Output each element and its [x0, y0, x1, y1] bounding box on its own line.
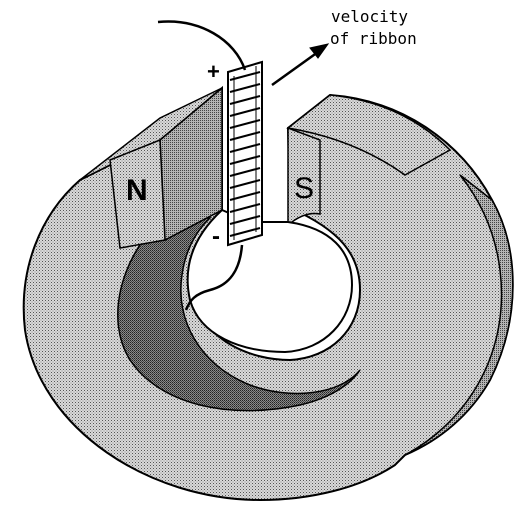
south-pole-label: S — [294, 172, 314, 205]
north-pole-face — [109, 138, 166, 249]
negative-lead-wire — [184, 244, 244, 311]
velocity-arrow — [271, 43, 330, 87]
magnet-right-edge — [404, 174, 514, 456]
south-pole-top-face — [286, 94, 452, 176]
velocity-label-line1: velocity — [331, 7, 408, 26]
north-pole-label: N — [126, 174, 148, 207]
positive-terminal-label: + — [207, 59, 220, 84]
ribbon — [227, 60, 263, 247]
negative-terminal-label: - — [212, 223, 220, 250]
velocity-label-line2: of ribbon — [330, 29, 417, 48]
magnet-inner-shadow — [117, 217, 361, 412]
positive-lead-wire — [157, 20, 247, 71]
